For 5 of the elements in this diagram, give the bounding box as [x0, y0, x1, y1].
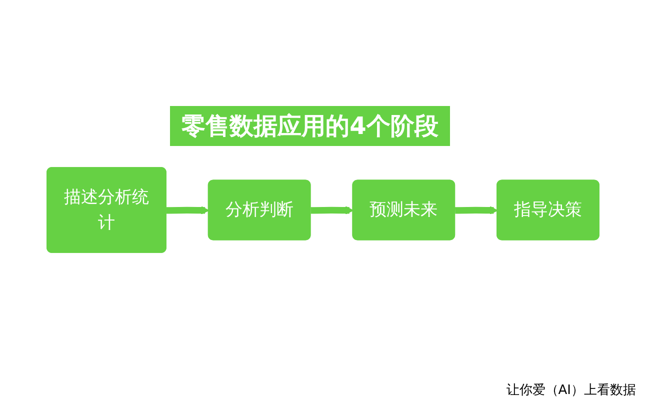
arrow: [310, 206, 354, 214]
title-banner: 零售数据应用的4个阶段: [170, 106, 450, 146]
arrow: [455, 206, 498, 214]
arrow: [166, 206, 210, 214]
slogan-text: 让你爱（AI）上看数据: [506, 382, 636, 399]
